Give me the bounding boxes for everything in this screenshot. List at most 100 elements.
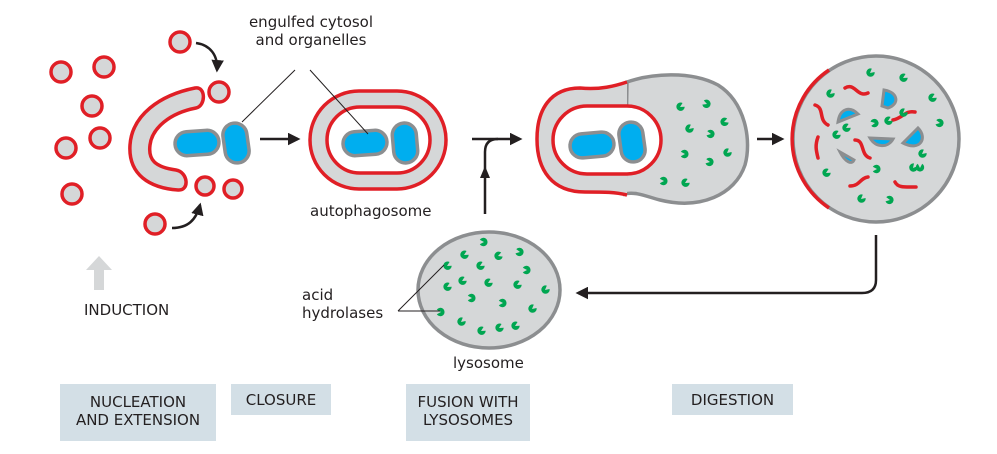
membrane-vesicles xyxy=(49,30,244,236)
hydrolase xyxy=(884,116,893,125)
vesicle xyxy=(168,30,192,54)
hydrolase xyxy=(498,298,507,308)
acid-hydrolases-label: acid hydrolases xyxy=(302,286,383,322)
vesicle xyxy=(207,80,231,104)
hydrolase xyxy=(832,130,841,139)
hydrolase xyxy=(720,117,729,126)
fragment xyxy=(813,103,830,127)
hydrolase xyxy=(723,148,732,157)
hydrolase xyxy=(706,129,715,139)
phagophore xyxy=(128,86,206,192)
vesicle-arrow-top xyxy=(195,41,224,73)
pointer-line xyxy=(397,264,445,312)
hydrolase xyxy=(528,304,537,313)
hydrolase xyxy=(909,163,918,172)
hydrolase xyxy=(928,93,937,102)
fragment xyxy=(867,136,896,148)
hydrolase xyxy=(885,195,894,205)
induction-label: INDUCTION xyxy=(84,301,170,319)
hydrolase xyxy=(460,250,469,259)
induction-arrow xyxy=(86,256,112,290)
hydrolase xyxy=(915,163,925,172)
hydrolase xyxy=(436,307,445,317)
hydrolase xyxy=(872,164,881,174)
lysosome-label: lysosome xyxy=(453,354,524,372)
vesicle xyxy=(80,94,104,118)
hydrolase xyxy=(495,323,504,332)
hydrolase xyxy=(477,326,486,335)
fragment xyxy=(848,175,870,188)
return-arrow xyxy=(575,235,878,300)
acid-hydrolases-line1: acid xyxy=(302,286,334,304)
hydrolase xyxy=(458,276,467,285)
vesicle xyxy=(222,178,244,200)
hydrolase xyxy=(826,89,835,98)
stage-fusion: FUSION WITH LYSOSOMES xyxy=(406,384,530,441)
hydrolase xyxy=(899,108,908,117)
fragment xyxy=(893,180,918,189)
hydrolase xyxy=(822,168,831,177)
stage-line1: FUSION WITH xyxy=(417,393,519,411)
hydrolase xyxy=(870,118,879,128)
hydrolase xyxy=(467,293,476,303)
vesicle xyxy=(92,55,116,79)
organelle xyxy=(173,128,221,158)
hydrolase xyxy=(479,237,488,247)
hydrolase xyxy=(443,261,452,270)
hydrolase xyxy=(511,321,520,330)
hydrolase xyxy=(457,317,466,326)
lysosome-up-arrow xyxy=(483,137,499,214)
hydrolase xyxy=(918,149,927,158)
hydrolase xyxy=(494,251,503,260)
vesicle xyxy=(88,126,112,150)
hydrolase xyxy=(484,278,493,287)
hydrolase xyxy=(842,123,851,132)
lysosome xyxy=(416,230,562,350)
hydrolase xyxy=(685,124,694,133)
organelle xyxy=(221,121,251,165)
hydrolases-digestion xyxy=(822,68,944,205)
organelle xyxy=(341,128,389,158)
stage-line2: AND EXTENSION xyxy=(75,411,201,429)
vesicle-arrow-bottom xyxy=(171,202,204,230)
fragment xyxy=(836,148,856,164)
hydrolase xyxy=(443,282,452,291)
stage-line2: LYSOSOMES xyxy=(422,411,514,429)
hydrolase xyxy=(866,68,875,77)
digested-organelle-fragments xyxy=(836,88,924,164)
engulfed-label-line1: engulfed cytosol xyxy=(248,13,374,31)
hydrolase xyxy=(515,247,524,257)
hydrolase xyxy=(857,194,866,203)
fragment xyxy=(900,125,924,148)
vesicle xyxy=(54,136,78,160)
vesicle xyxy=(49,60,73,84)
arrowhead xyxy=(480,166,490,178)
fragment xyxy=(836,107,861,125)
engulfed-label: engulfed cytosol and organelles xyxy=(246,13,376,49)
hydrolase xyxy=(541,285,550,294)
hydrolase xyxy=(935,118,944,128)
fragment xyxy=(880,88,898,110)
hydrolases-lysosome xyxy=(436,237,550,335)
stage-line1: DIGESTION xyxy=(690,391,775,409)
vesicle xyxy=(194,175,216,197)
pointer-line xyxy=(309,69,369,135)
fragment xyxy=(814,135,820,160)
hydrolase xyxy=(680,149,689,159)
autolysosome-gray xyxy=(623,73,750,205)
hydrolase xyxy=(705,157,714,167)
vesicle xyxy=(60,182,84,206)
stage-closure: CLOSURE xyxy=(231,384,331,415)
hydrolase xyxy=(659,176,668,186)
hydrolase xyxy=(702,99,711,108)
stage-line1: CLOSURE xyxy=(245,391,317,409)
stage-nucleation: NUCLEATION AND EXTENSION xyxy=(60,384,216,441)
hydrolase xyxy=(681,178,690,187)
organelle xyxy=(390,121,420,165)
hydrolase xyxy=(513,280,522,289)
hydrolase xyxy=(522,265,531,275)
acid-hydrolases-line2: hydrolases xyxy=(302,304,384,322)
vesicle xyxy=(143,212,167,236)
engulfed-label-line2: and organelles xyxy=(255,31,367,49)
